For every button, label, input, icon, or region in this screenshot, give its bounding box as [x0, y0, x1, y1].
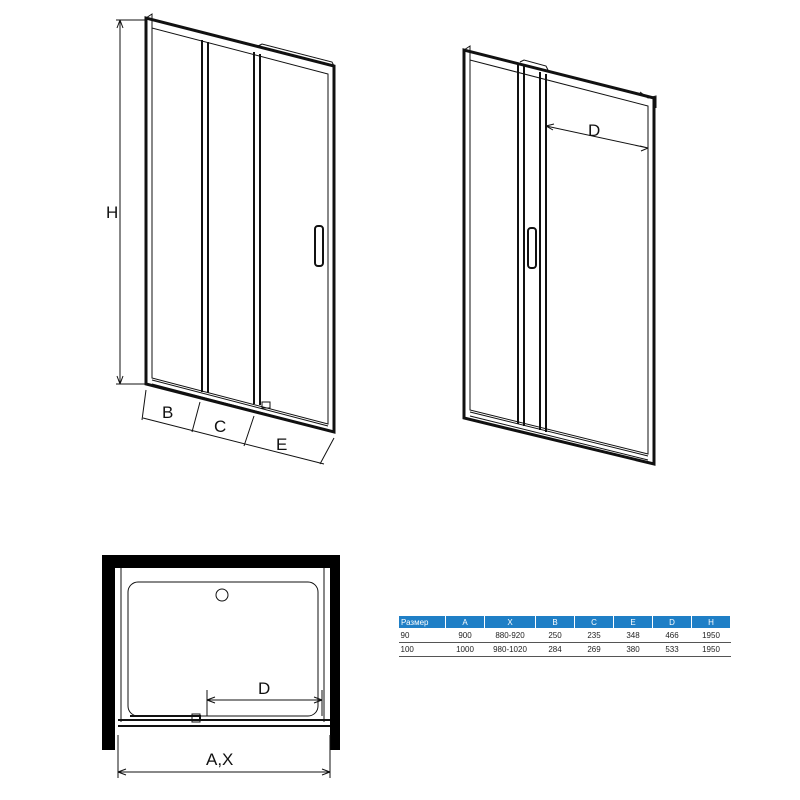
right-bottom-rail	[469, 411, 649, 461]
d-elevation-dimension-label: D	[588, 121, 600, 140]
b-dimension-label: B	[162, 403, 173, 422]
e-dimension-label: E	[276, 435, 287, 454]
cell-e: 380	[613, 642, 653, 657]
cell-b: 284	[535, 642, 575, 657]
cell-x: 980-1020	[484, 642, 536, 657]
h-dimension-label: H	[106, 203, 118, 222]
open-elevation-view: D	[462, 45, 657, 466]
cell-d: 533	[652, 642, 692, 657]
cell-d: 466	[652, 628, 692, 643]
cell-x: 880-920	[484, 628, 536, 643]
cell-b: 250	[535, 628, 575, 643]
right-door-inner-frame	[469, 59, 649, 455]
cell-size: 90	[398, 628, 446, 643]
header-a: A	[445, 615, 485, 629]
front-elevation-view: H B C E	[106, 13, 336, 465]
ax-dimension-line	[117, 735, 331, 778]
left-door-frame	[144, 16, 336, 434]
h-dimension-line	[116, 19, 146, 385]
right-top-rail	[463, 45, 657, 108]
left-door-inner-frame	[151, 27, 329, 425]
table-row: 100 1000 980-1020 284 269 380 533 1950	[398, 642, 731, 657]
plan-door-fitting	[191, 713, 201, 723]
shower-tray	[127, 581, 319, 717]
drain-icon	[215, 588, 229, 602]
cell-a: 900	[445, 628, 485, 643]
header-c: C	[574, 615, 614, 629]
table-row: 90 900 880-920 250 235 348 466 1950	[398, 628, 731, 643]
cell-c: 235	[574, 628, 614, 643]
ax-dimension-label: A,X	[206, 750, 233, 769]
right-panel-overlap	[517, 64, 547, 432]
d-plan-dimension-line	[206, 690, 323, 716]
plan-inner-lines	[120, 568, 325, 722]
cell-h: 1950	[691, 642, 731, 657]
c-dimension-label: C	[214, 417, 226, 436]
right-door-handle	[527, 227, 537, 269]
left-panel-divider-1	[201, 40, 209, 393]
plan-door-line	[118, 715, 330, 727]
bce-dimension-line	[141, 389, 335, 465]
left-bottom-rail	[151, 379, 329, 431]
header-e: E	[613, 615, 653, 629]
header-h: H	[691, 615, 731, 629]
right-door-frame	[462, 48, 656, 466]
cell-h: 1950	[691, 628, 731, 643]
left-door-handle	[314, 225, 324, 267]
cell-e: 348	[613, 628, 653, 643]
d-elevation-dimension-line	[545, 118, 649, 154]
left-bottom-fitting	[261, 401, 271, 409]
size-specification-table: Размер A X B C E D H 90 900 880-920 250 …	[398, 615, 731, 657]
d-plan-dimension-label: D	[258, 679, 270, 698]
cell-a: 1000	[445, 642, 485, 657]
cell-size: 100	[398, 642, 446, 657]
header-b: B	[535, 615, 575, 629]
header-x: X	[484, 615, 536, 629]
cell-c: 269	[574, 642, 614, 657]
header-size: Размер	[398, 615, 446, 629]
table-header-row: Размер A X B C E D H	[398, 615, 731, 629]
header-d: D	[652, 615, 692, 629]
plan-view: D A,X	[102, 555, 340, 778]
left-panel-divider-2	[253, 52, 261, 405]
left-top-rail	[145, 13, 335, 67]
